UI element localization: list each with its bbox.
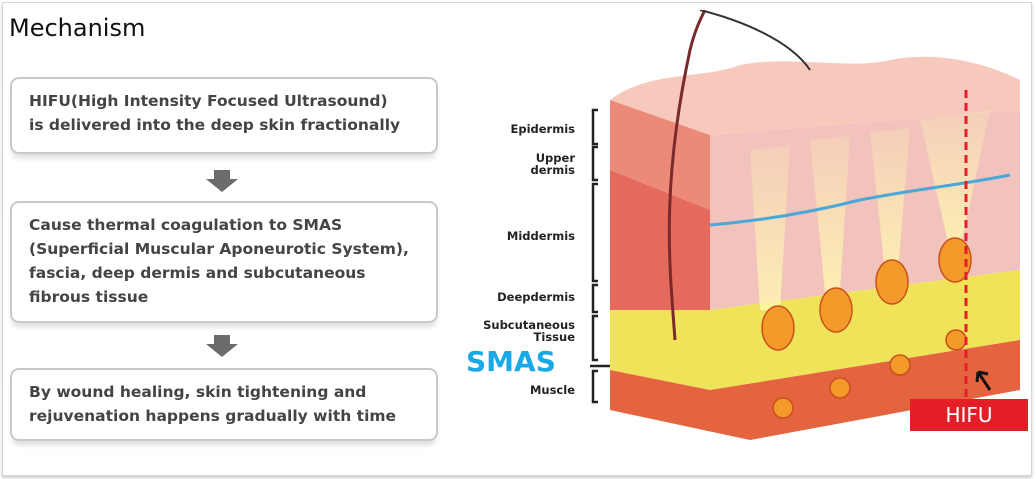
step-text: Cause thermal coagulation to SMAS [29,216,343,234]
step-text: (Superficial Muscular Aponeurotic System… [29,240,409,258]
layer-label-epidermis: Epidermis [510,122,575,136]
step-box-3: By wound healing, skin tightening and re… [10,368,438,441]
layer-label-muscle: Muscle [529,383,575,397]
step-text: HIFU(High Intensity Focused Ultrasound) [29,92,388,110]
label-line: Upper [535,151,575,165]
step-text: is delivered into the deep skin fraction… [29,116,401,134]
label-line: Subcutaneous [483,318,575,332]
step-text: By wound healing, skin tightening and [29,383,367,401]
page-title: Mechanism [9,14,146,42]
label-line: Tissue [533,330,575,344]
label-line: dermis [530,163,575,177]
skin-cross-section [590,10,1020,440]
down-arrow-icon [206,170,238,192]
step-box-2: Cause thermal coagulation to SMAS (Super… [10,201,438,323]
step-text: rejuvenation happens gradually with time [29,407,397,425]
layer-label-deepdermis: Deepdermis [497,290,575,304]
layer-label-middermis: Middermis [506,229,575,243]
layer-brackets [590,108,612,404]
hifu-label: HIFU [910,399,1028,431]
step-text: fibrous tissue [29,288,149,306]
down-arrow-icon [206,335,238,357]
step-box-1: HIFU(High Intensity Focused Ultrasound) … [10,77,438,154]
smas-label: SMAS [466,345,556,378]
step-text: fascia, deep dermis and subcutaneous [29,264,366,282]
